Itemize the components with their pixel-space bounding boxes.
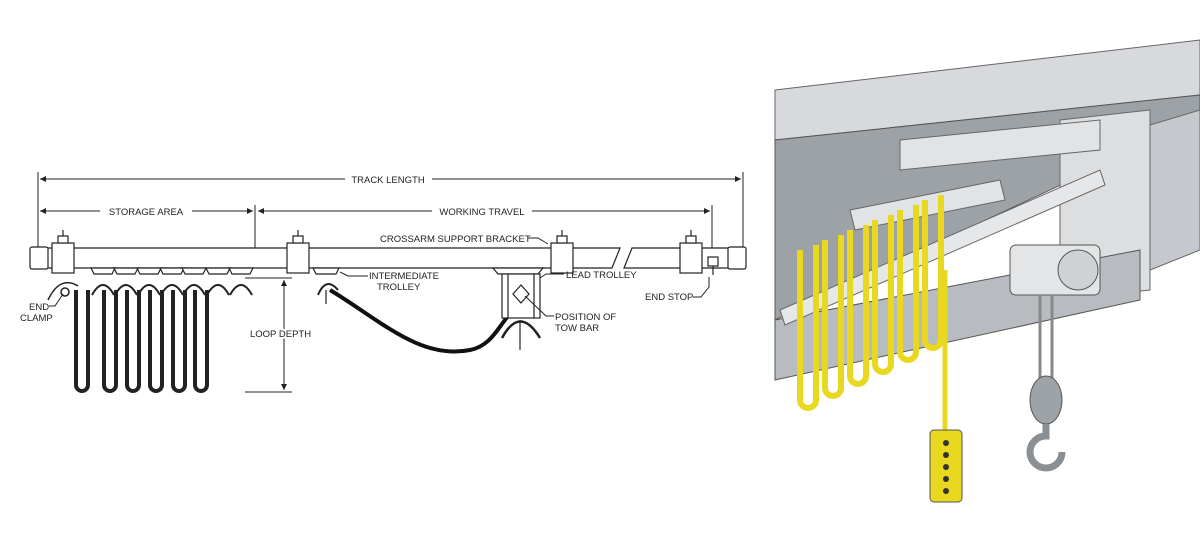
yellow-cable-loop — [872, 215, 894, 375]
loop-depth-dimension: LOOP DEPTH — [245, 277, 313, 393]
track-length-dimension: TRACK LENGTH — [37, 172, 744, 250]
end-stop — [707, 256, 719, 275]
working-travel-dimension: WORKING TRAVEL — [258, 205, 713, 250]
storage-trolley — [228, 267, 254, 275]
crossarm-brackets — [51, 230, 703, 274]
end-clamp — [47, 282, 79, 301]
yellow-cable-loop — [922, 195, 944, 351]
intermediate-trolley — [312, 267, 340, 304]
end-clamp-label-2: CLAMP — [20, 313, 53, 324]
storage-area-dimension: STORAGE AREA — [40, 205, 256, 268]
yellow-cable-loop — [797, 245, 819, 411]
trolley-saddle — [91, 284, 115, 296]
trolley-saddle — [206, 284, 230, 296]
trolley-saddle — [229, 284, 253, 296]
storage-trolley — [136, 267, 162, 275]
yellow-cable-loop — [897, 205, 919, 363]
yellow-cable-loop — [847, 225, 869, 387]
cable-loop — [193, 290, 209, 393]
cable-loop — [125, 290, 141, 393]
cable-loop — [148, 290, 164, 393]
tow-bar-label-1: POSITION OF — [555, 312, 616, 323]
track — [29, 246, 747, 270]
working-travel-label: WORKING TRAVEL — [439, 207, 524, 218]
storage-trolley — [159, 267, 185, 275]
cable-loop — [171, 290, 187, 393]
storage-trolley — [205, 267, 231, 275]
end-stop-label: END STOP — [645, 292, 693, 303]
storage-trolley — [181, 267, 207, 275]
cable-loop — [74, 290, 90, 393]
lead-trolley-label: LEAD TROLLEY — [566, 270, 637, 281]
storage-loops — [74, 267, 254, 393]
storage-trolley — [90, 267, 116, 275]
callouts: CROSSARM SUPPORT BRACKET INTERMEDIATE TR… — [20, 234, 710, 334]
intermediate-label-1: INTERMEDIATE — [369, 271, 439, 282]
end-clamp-label-1: END — [29, 302, 49, 313]
storage-area-label: STORAGE AREA — [109, 207, 184, 218]
yellow-cable-loop — [822, 235, 844, 399]
loop-depth-label: LOOP DEPTH — [250, 329, 311, 340]
intermediate-label-2: TROLLEY — [377, 282, 421, 293]
festoon-illustration — [774, 39, 1200, 503]
storage-trolley — [113, 267, 139, 275]
track-length-label: TRACK LENGTH — [351, 175, 425, 186]
cable-span — [328, 288, 517, 354]
lead-trolley — [491, 267, 545, 350]
tow-bar-label-2: TOW BAR — [555, 323, 599, 334]
cable-loop — [102, 290, 118, 393]
crossarm-label: CROSSARM SUPPORT BRACKET — [380, 234, 531, 245]
